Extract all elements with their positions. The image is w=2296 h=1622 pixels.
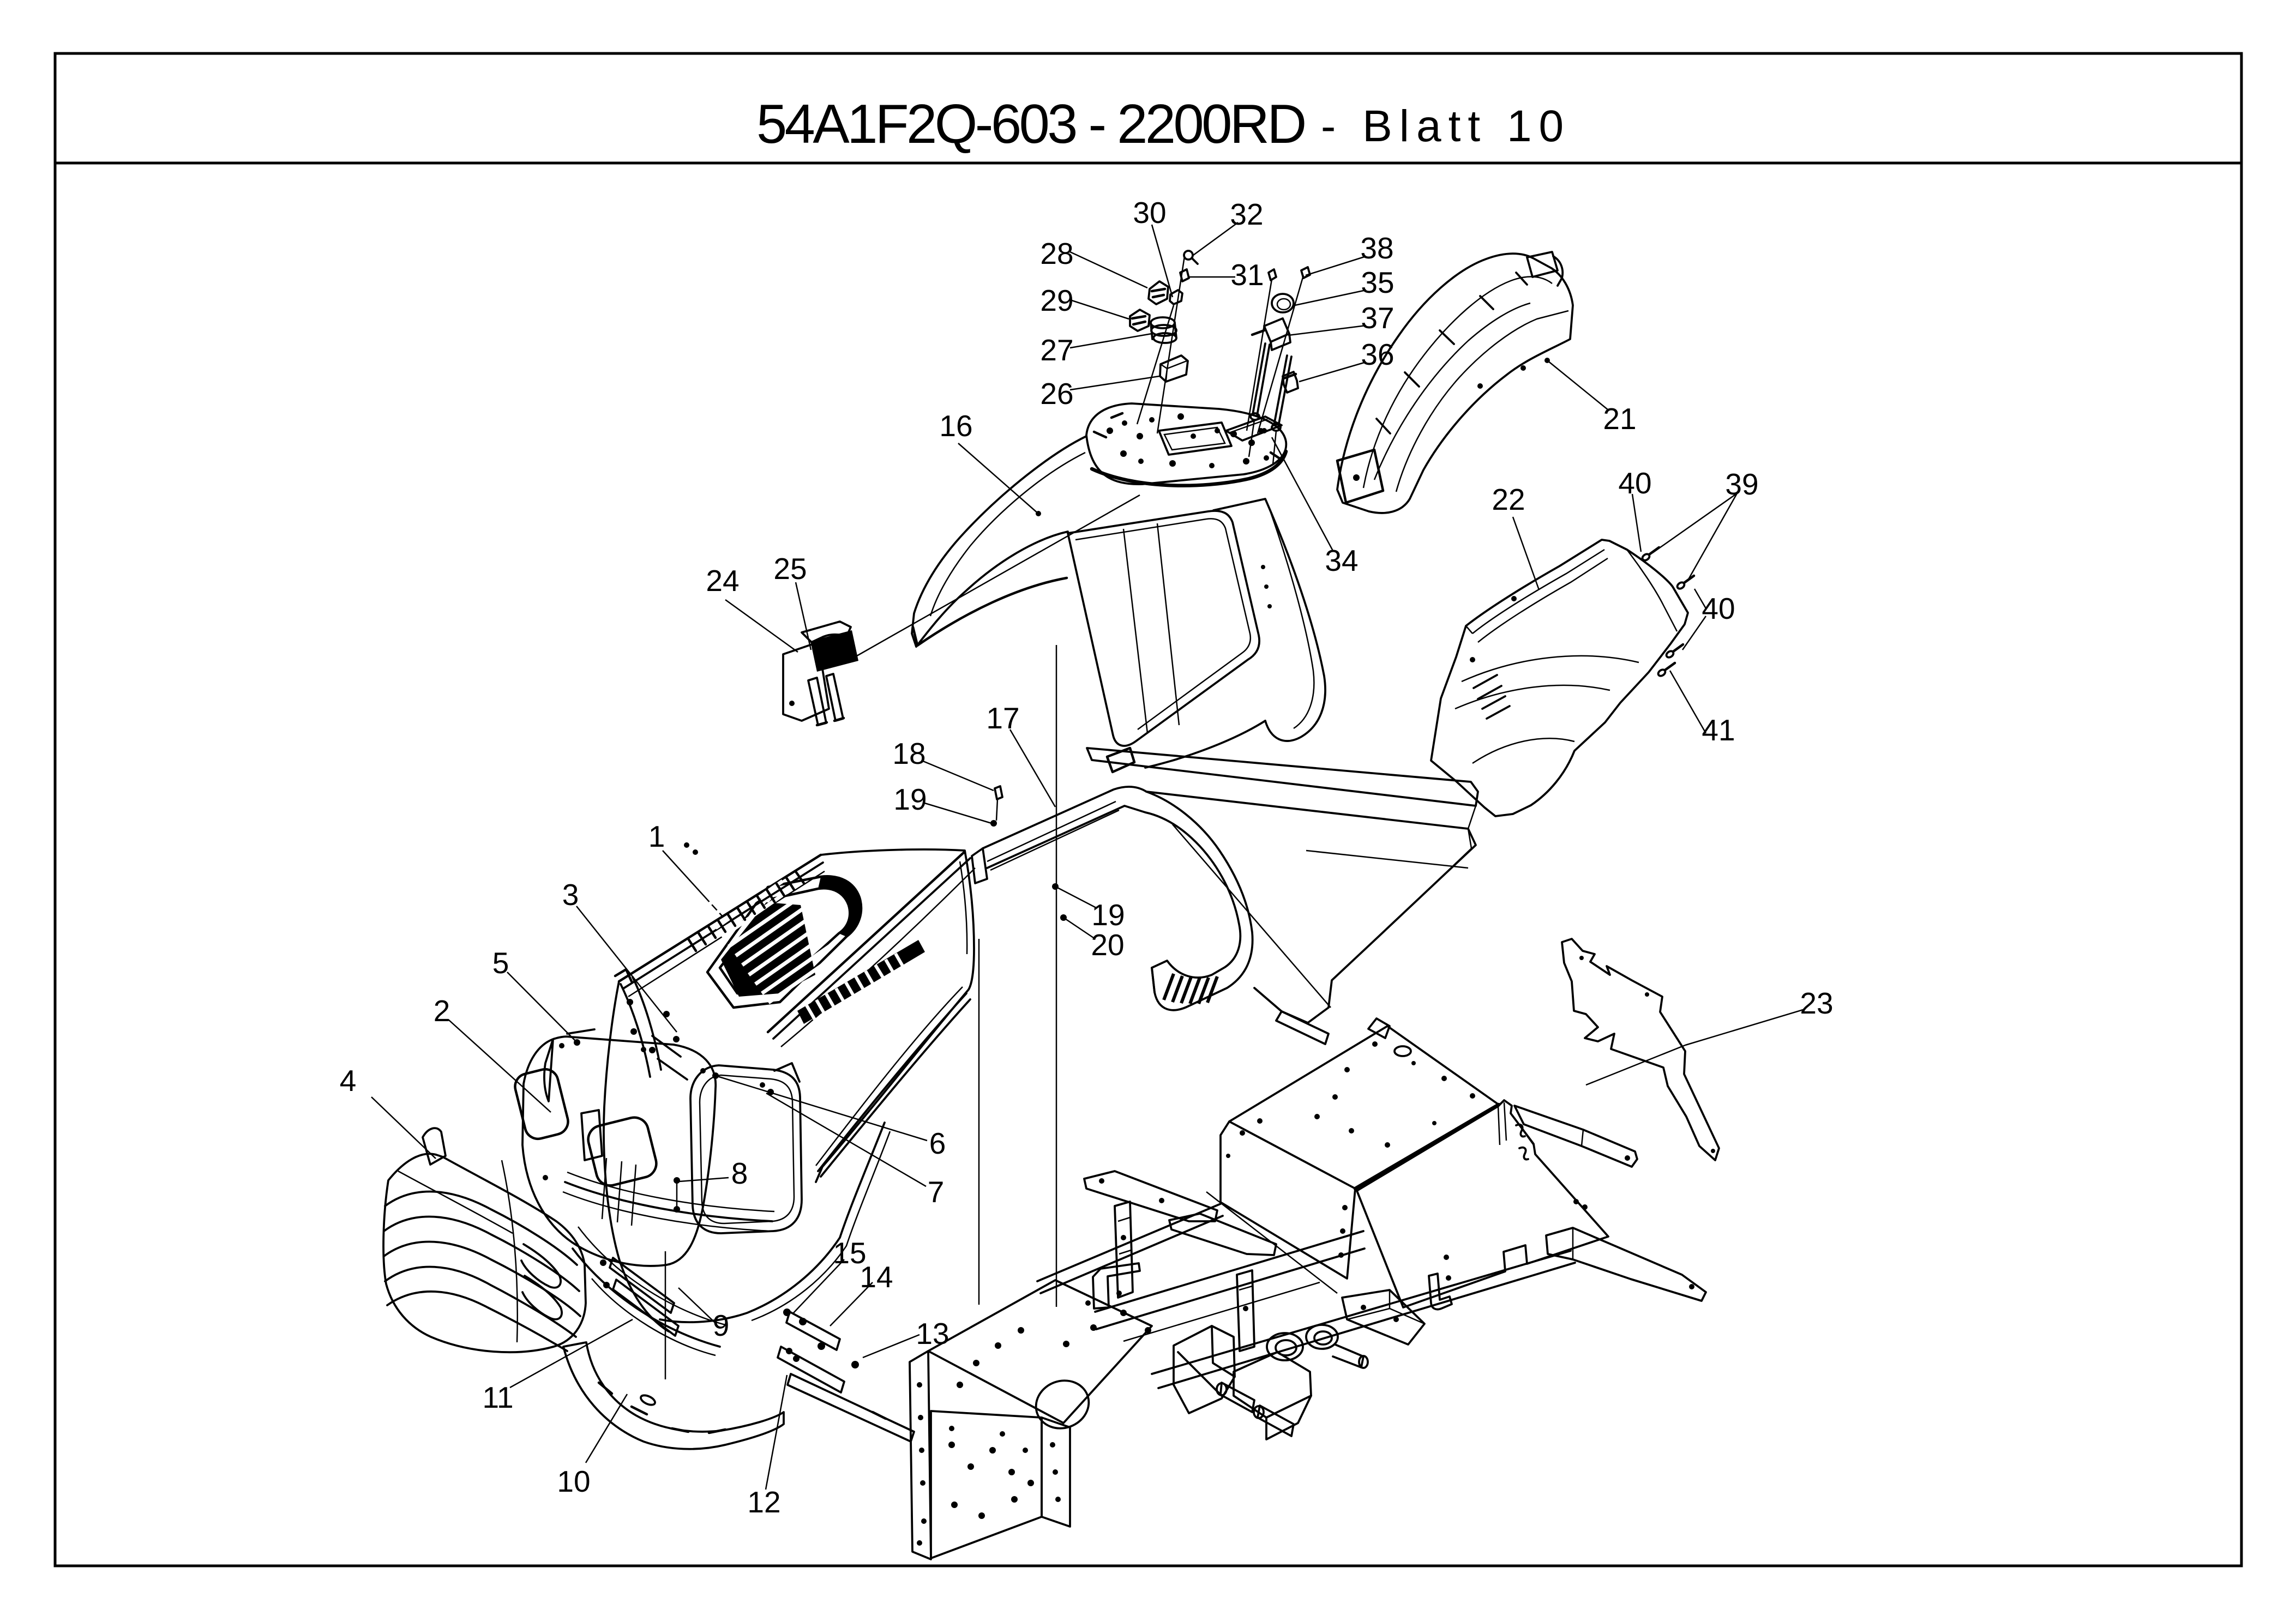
svg-text:14: 14 [860, 1260, 893, 1294]
svg-text:30: 30 [1133, 196, 1166, 230]
svg-text:17: 17 [986, 701, 1019, 735]
svg-text:32: 32 [1230, 197, 1263, 231]
svg-text:25: 25 [773, 552, 807, 586]
svg-text:4: 4 [340, 1064, 357, 1098]
svg-text:23: 23 [1800, 986, 1833, 1020]
svg-text:6: 6 [929, 1126, 946, 1160]
svg-text:38: 38 [1360, 231, 1393, 265]
svg-text:13: 13 [916, 1317, 949, 1350]
svg-text:19: 19 [893, 782, 927, 816]
svg-text:10: 10 [557, 1464, 590, 1498]
svg-text:16: 16 [939, 409, 972, 443]
svg-text:8: 8 [731, 1156, 748, 1190]
svg-text:29: 29 [1040, 284, 1073, 317]
svg-text:11: 11 [482, 1380, 513, 1414]
svg-text:26: 26 [1040, 377, 1073, 411]
svg-text:37: 37 [1361, 301, 1394, 335]
svg-text:34: 34 [1325, 544, 1358, 577]
svg-text:18: 18 [892, 737, 925, 770]
svg-text:31: 31 [1230, 258, 1264, 292]
svg-text:5: 5 [492, 946, 509, 980]
svg-text:7: 7 [928, 1175, 945, 1209]
svg-text:20: 20 [1091, 928, 1124, 962]
svg-text:35: 35 [1361, 266, 1394, 299]
svg-text:36: 36 [1361, 337, 1394, 371]
svg-text:54A1F2Q-603 - 2200RD: 54A1F2Q-603 - 2200RD [756, 94, 1305, 155]
svg-text:1: 1 [648, 819, 665, 853]
svg-text:39: 39 [1725, 467, 1758, 501]
svg-text:40: 40 [1702, 592, 1735, 625]
svg-text:9: 9 [713, 1309, 730, 1342]
svg-text:28: 28 [1040, 237, 1073, 270]
svg-text:19: 19 [1091, 898, 1125, 932]
svg-text:22: 22 [1492, 483, 1525, 516]
svg-text:12: 12 [747, 1485, 780, 1519]
svg-text:41: 41 [1702, 713, 1735, 747]
svg-text:15: 15 [833, 1236, 866, 1270]
svg-text:40: 40 [1618, 466, 1651, 500]
svg-text:3: 3 [562, 878, 579, 912]
svg-text:- Blatt 10: - Blatt 10 [1321, 101, 1571, 151]
svg-text:2: 2 [434, 994, 450, 1028]
svg-text:27: 27 [1040, 333, 1073, 367]
svg-text:21: 21 [1603, 402, 1636, 436]
svg-text:24: 24 [706, 564, 739, 598]
